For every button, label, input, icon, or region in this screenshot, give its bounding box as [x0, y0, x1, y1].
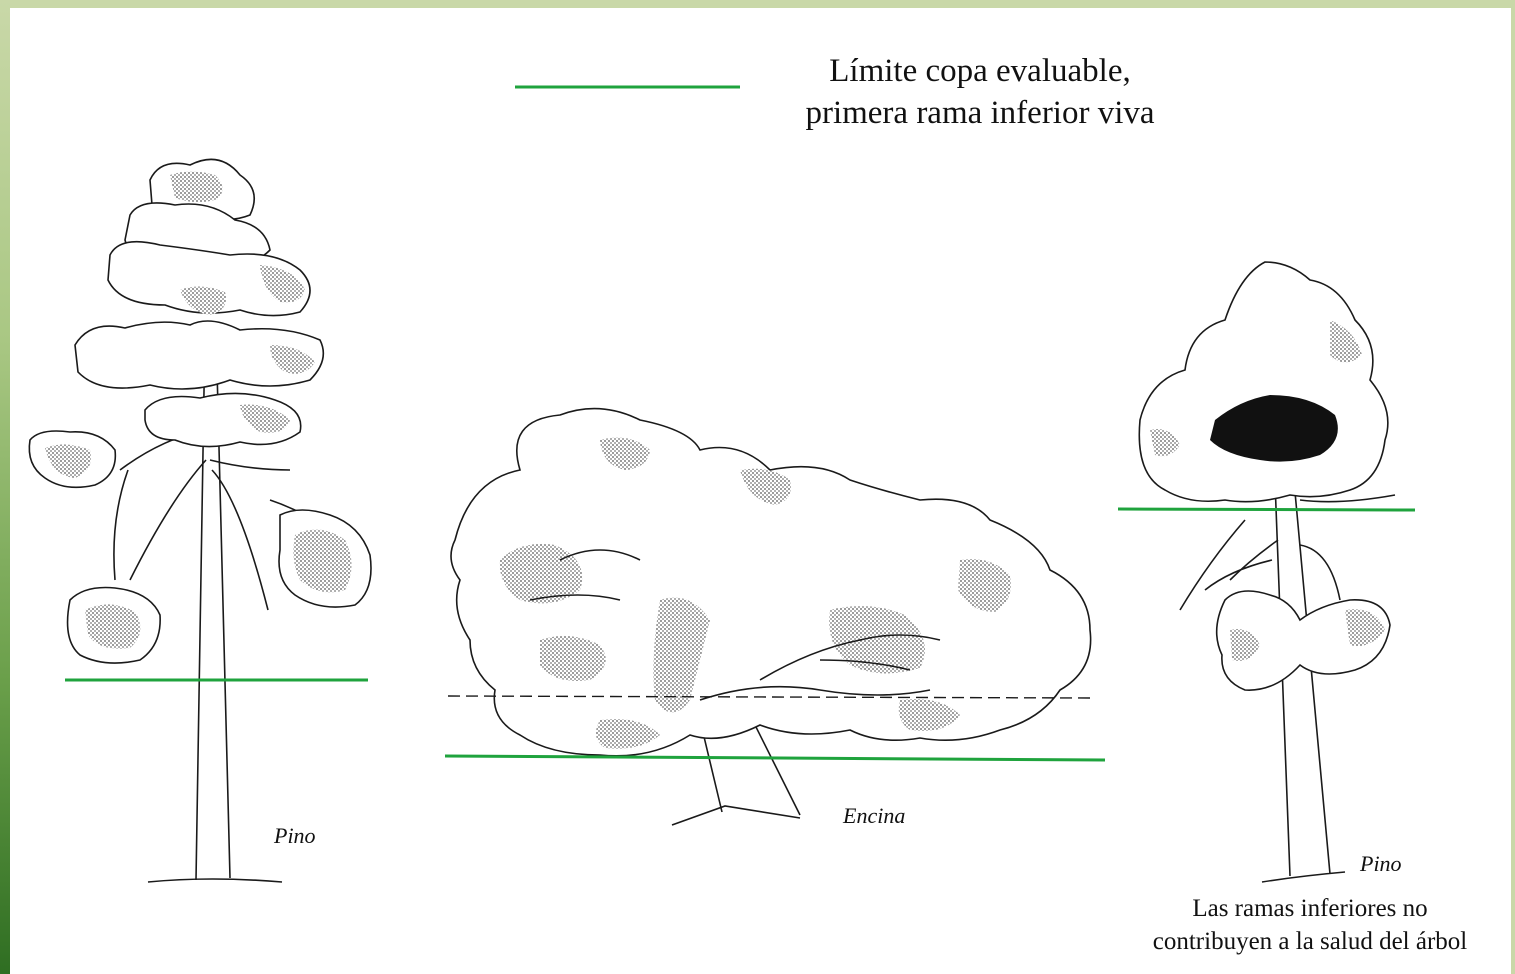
legend-text: Límite copa evaluable, primera rama infe… — [760, 50, 1200, 134]
legend-text-line2: primera rama inferior viva — [805, 95, 1155, 131]
frame-right-border — [1511, 0, 1515, 974]
encina-shading — [499, 437, 1011, 749]
frame-top-border — [0, 0, 1515, 8]
encina-crown — [450, 407, 1092, 757]
encina-label: Encina — [843, 803, 906, 828]
pino-right-tree — [1138, 261, 1396, 883]
encina-crown-limit — [444, 754, 1106, 762]
pino-left-crown — [28, 158, 372, 664]
pino-left-label: Pino — [274, 823, 316, 848]
encina-branches — [529, 549, 941, 701]
pino-left-tree — [28, 158, 372, 883]
encina-tree — [450, 407, 1092, 826]
pino-right-shading — [1150, 320, 1385, 661]
pino-left-shading — [45, 171, 352, 649]
legend-text-line1: Límite copa evaluable, — [829, 53, 1131, 89]
frame-left-border — [0, 0, 10, 974]
note-text: Las ramas inferiores no contribuyen a la… — [1100, 892, 1515, 958]
pino-right-label: Pino — [1360, 851, 1402, 876]
note-line2: contribuyen a la salud del árbol — [1152, 928, 1468, 955]
note-line1: Las ramas inferiores no — [1192, 895, 1428, 922]
pino-right-crown-limit — [1117, 507, 1416, 512]
